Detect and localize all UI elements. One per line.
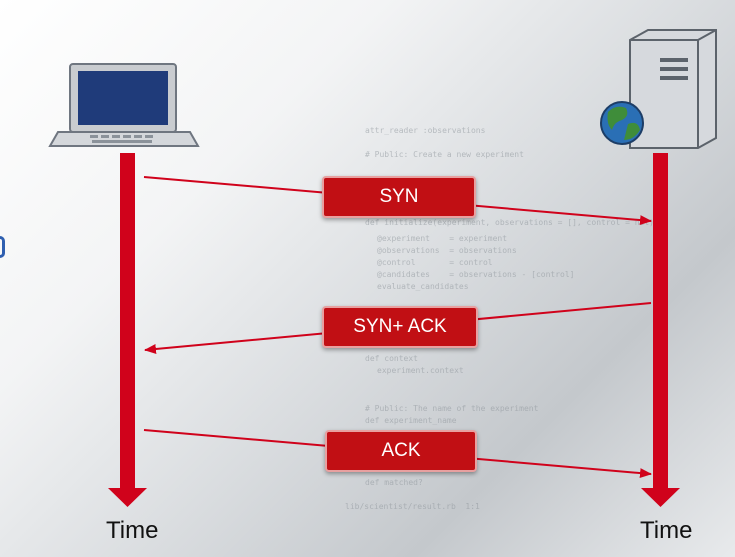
code-line: evaluate_candidates bbox=[377, 282, 469, 291]
client-timeline bbox=[108, 153, 147, 507]
code-line: attr_reader :observations bbox=[365, 126, 486, 135]
code-line: # Public: Create a new experiment bbox=[365, 150, 524, 159]
ack-message: ACK bbox=[325, 430, 477, 472]
server-icon bbox=[629, 29, 717, 149]
syn-message: SYN bbox=[322, 176, 476, 218]
client-time-label: Time bbox=[106, 517, 159, 544]
code-line: @control = control bbox=[377, 258, 493, 267]
globe-icon bbox=[600, 101, 644, 145]
code-line: @experiment = experiment bbox=[377, 234, 508, 243]
code-line: # Public: The name of the experiment bbox=[365, 404, 539, 413]
code-line: lib/scientist/result.rb 1:1 bbox=[345, 502, 480, 511]
code-line: def matched? bbox=[365, 478, 423, 487]
code-line: @candidates = observations - [control] bbox=[377, 270, 575, 279]
code-line: def context bbox=[365, 354, 418, 363]
code-line: @observations = observations bbox=[377, 246, 517, 255]
partial-shape bbox=[0, 236, 5, 258]
code-line: experiment.context bbox=[377, 366, 464, 375]
server-time-label: Time bbox=[640, 517, 693, 544]
laptop-icon bbox=[48, 63, 200, 147]
server-timeline bbox=[641, 153, 680, 507]
syn-ack-message: SYN+ ACK bbox=[322, 306, 478, 348]
code-line: def experiment_name bbox=[365, 416, 457, 425]
